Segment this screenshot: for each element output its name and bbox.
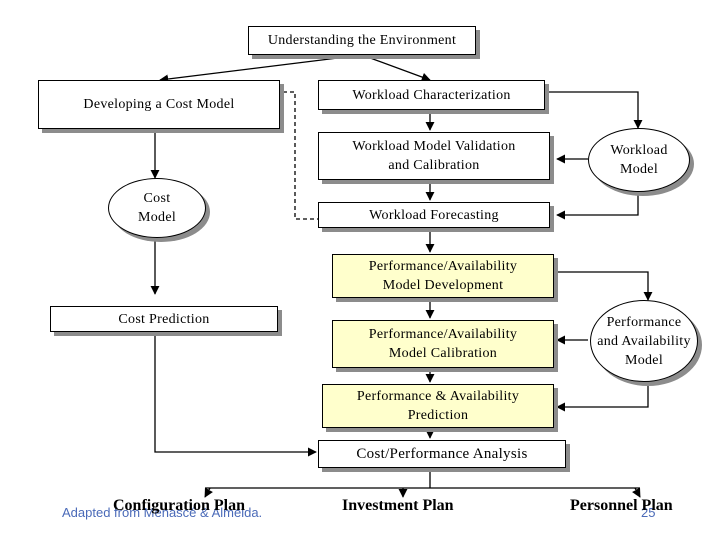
credit-note: Adapted from Menascé & Almeida. [62,505,263,520]
arrow-perf-model-to-prediction [556,382,649,412]
dashed-link-cost-to-workload [283,91,318,220]
workload-characterization-box: Workload Characterization [318,80,545,110]
arrow-to-personnel-plan [632,487,641,498]
arrow-workload-model-to-forecast [556,192,639,220]
arrow-perfdev-to-perf-model [557,271,653,301]
arrow-to-configuration-plan [204,487,213,498]
arrow-understanding-to-cost [159,54,363,84]
workload-model-oval: Workload Model [588,128,690,192]
perf-availability-prediction-box: Performance & Availability Prediction [322,384,554,428]
cost-performance-analysis-box: Cost/Performance Analysis [318,440,566,468]
arrow-char-to-workload-model [548,91,643,129]
configuration-plan-label: Configuration Plan [113,497,246,514]
perf-model-calibration-box: Performance/Availability Model Calibrati… [332,320,554,368]
arrow-understanding-to-workload [361,54,431,82]
arrow-costpred-to-analysis [154,332,317,457]
developing-cost-model-box: Developing a Cost Model [38,80,280,129]
perf-availability-model-oval: Performance and Availability Model [590,300,698,382]
workload-forecasting-box: Workload Forecasting [318,202,550,228]
personnel-plan-label: Personnel Plan [570,497,673,514]
page-number: 25 [641,505,656,520]
investment-plan-label: Investment Plan [342,497,454,514]
cost-model-oval: Cost Model [108,178,206,238]
understanding-environment-box: Understanding the Environment [248,26,476,55]
perf-model-development-box: Performance/Availability Model Developme… [332,254,554,298]
workload-validation-box: Workload Model Validation and Calibratio… [318,132,550,180]
cost-prediction-box: Cost Prediction [50,306,278,332]
